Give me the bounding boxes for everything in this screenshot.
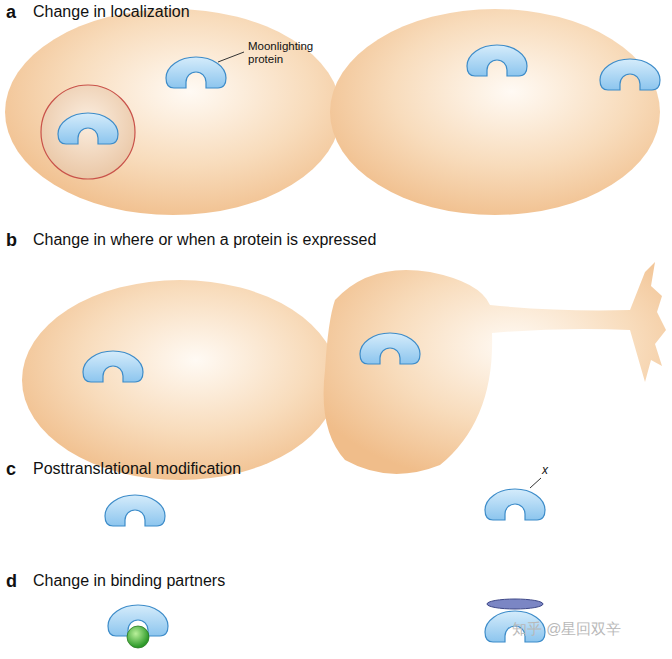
cell xyxy=(5,9,341,215)
neuron xyxy=(324,262,666,474)
panel-letter: c xyxy=(6,459,16,480)
protein xyxy=(360,333,420,364)
protein xyxy=(600,59,660,90)
protein xyxy=(467,45,527,76)
protein xyxy=(58,113,118,144)
cell xyxy=(330,9,660,215)
protein xyxy=(105,495,165,526)
binding-partner xyxy=(127,626,149,648)
cell xyxy=(22,280,338,480)
protein xyxy=(166,57,226,88)
panel-title: Change in where or when a protein is exp… xyxy=(33,231,376,249)
callout-label: Moonlighting protein xyxy=(248,40,318,66)
nucleus xyxy=(41,85,135,179)
modification-label: x xyxy=(542,464,548,478)
panel-title: Posttranslational modification xyxy=(33,460,241,478)
panel-letter: b xyxy=(6,230,17,251)
panel-title: Change in binding partners xyxy=(33,572,225,590)
leader-line xyxy=(218,52,244,62)
binding-partner xyxy=(487,599,543,609)
modification-mark xyxy=(530,478,541,488)
protein xyxy=(485,489,545,520)
protein xyxy=(83,351,143,382)
panel-title: Change in localization xyxy=(33,3,190,21)
panel-letter: a xyxy=(6,2,16,23)
watermark: 知乎 @星回双辛 xyxy=(512,620,621,637)
panel-letter: d xyxy=(6,571,17,592)
